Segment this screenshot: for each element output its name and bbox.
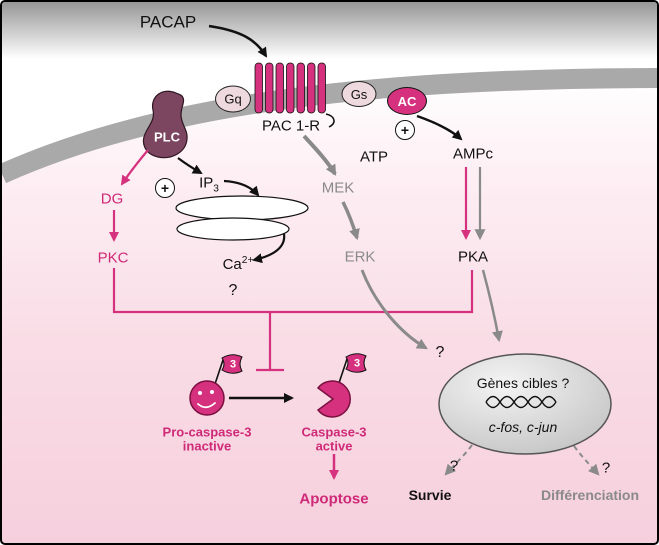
arrow-pacap-to-receptor (208, 24, 268, 58)
adenylate-cyclase: AC (387, 87, 427, 115)
arrow-plc-to-dg (120, 149, 149, 186)
arrow-erk-to-genes (360, 269, 428, 350)
ampc-label: AMPc (452, 145, 494, 163)
arrow-ip3-to-er (223, 179, 260, 197)
target-genes-title: Gènes cibles ? (476, 375, 570, 391)
receptor-7tm-icon (254, 62, 335, 128)
differenciation-label: Différenciation (540, 487, 640, 503)
flag-icon (221, 354, 243, 374)
mek-label: MEK (321, 179, 355, 197)
endoplasmic-reticulum-shape (175, 195, 309, 241)
procaspase-label-line1: Pro-caspase-3 (162, 424, 252, 440)
ca-base: Ca (222, 256, 242, 273)
dg-label: DG (100, 190, 124, 208)
erk-label: ERK (344, 248, 376, 266)
target-genes-names: c-fos, c-jun (488, 419, 558, 435)
gs-protein: Gs (341, 81, 377, 107)
caspase-label-line1: Caspase-3 (301, 424, 367, 440)
flag-pole (214, 359, 224, 385)
plc-label: PLC (154, 129, 180, 145)
arrow-genes-to-differenciation (573, 445, 600, 476)
gs-label: Gs (350, 86, 368, 102)
differenciation-question: ? (601, 459, 611, 477)
ip3-base: IP (199, 174, 214, 192)
plus-glyph: + (160, 180, 170, 196)
caspase-label-line2: active (315, 438, 353, 454)
ip3-sub: 3 (213, 183, 219, 195)
arrow-pka-to-nucleus (481, 269, 503, 343)
nucleus-shape (438, 353, 612, 455)
dna-wave-icon (485, 395, 557, 409)
procaspase-flag-number: 3 (229, 358, 237, 371)
pka-label: PKA (457, 248, 489, 266)
arrow-atp-to-ampc (416, 114, 463, 141)
receptor-tail (325, 113, 335, 128)
inhibition-tbar (256, 312, 284, 372)
arrow-mek-to-erk (341, 201, 360, 241)
procaspase-icon (189, 354, 243, 416)
survie-label: Survie (408, 487, 452, 503)
flag-icon (345, 353, 367, 373)
survie-question: ? (449, 457, 459, 475)
plus-sign-dg: + (155, 178, 175, 198)
ac-label: AC (397, 93, 417, 109)
gq-label: Gq (224, 91, 242, 107)
pkc-label: PKC (97, 249, 129, 267)
caspase-icon (316, 353, 367, 418)
arrow-plc-to-ip3 (177, 157, 203, 174)
erk-question: ? (435, 344, 445, 361)
ca-sup: 2+ (241, 255, 254, 266)
calcium-label: Ca2+ (222, 255, 254, 273)
plc-enzyme-shape (142, 90, 188, 159)
flag-pole (338, 358, 348, 384)
plus-sign-ac: + (395, 120, 415, 140)
gq-protein: Gq (215, 85, 251, 113)
apoptose-label: Apoptose (299, 490, 369, 508)
receptor-label: PAC 1-R (261, 117, 321, 135)
procaspase-label-line2: inactive (182, 438, 232, 454)
dna-wave-icon (485, 395, 557, 409)
arrow-er-to-calcium (252, 233, 286, 264)
calcium-question: ? (228, 282, 238, 299)
plus-glyph: + (400, 122, 410, 138)
ip3-label: IP3 (199, 175, 219, 194)
caspase-flag-number: 3 (353, 357, 361, 370)
arrow-receptor-to-mek (302, 134, 337, 176)
pkc-pka-connector-line (112, 268, 474, 314)
pacap-label: PACAP (139, 12, 197, 32)
arrow-genes-to-survie (444, 444, 473, 476)
atp-label: ATP (359, 148, 389, 166)
